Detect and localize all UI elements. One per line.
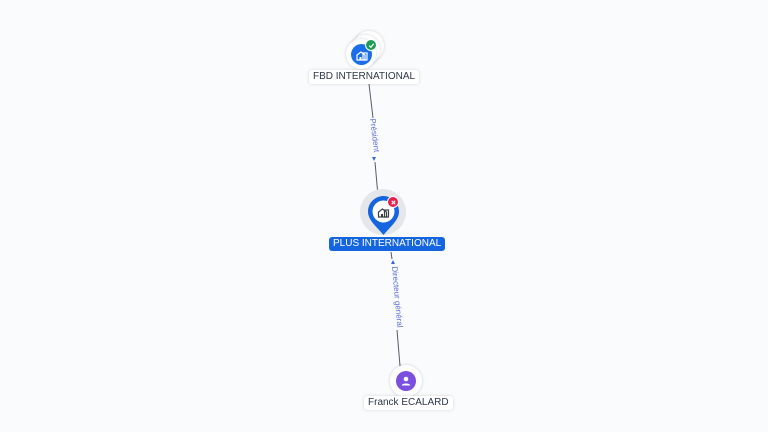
- person-icon: [401, 376, 411, 386]
- close-icon: [390, 199, 396, 205]
- person-icon-circle[interactable]: [396, 371, 416, 391]
- status-badge-closed: [387, 196, 399, 208]
- status-badge-active: [365, 39, 377, 51]
- building-icon: [377, 208, 390, 218]
- node-label[interactable]: PLUS INTERNATIONAL: [329, 237, 446, 251]
- node-label[interactable]: FBD INTERNATIONAL: [309, 70, 420, 84]
- check-icon: [368, 42, 374, 48]
- building-icon: [355, 50, 368, 61]
- node-label[interactable]: Franck ECALARD: [364, 396, 453, 410]
